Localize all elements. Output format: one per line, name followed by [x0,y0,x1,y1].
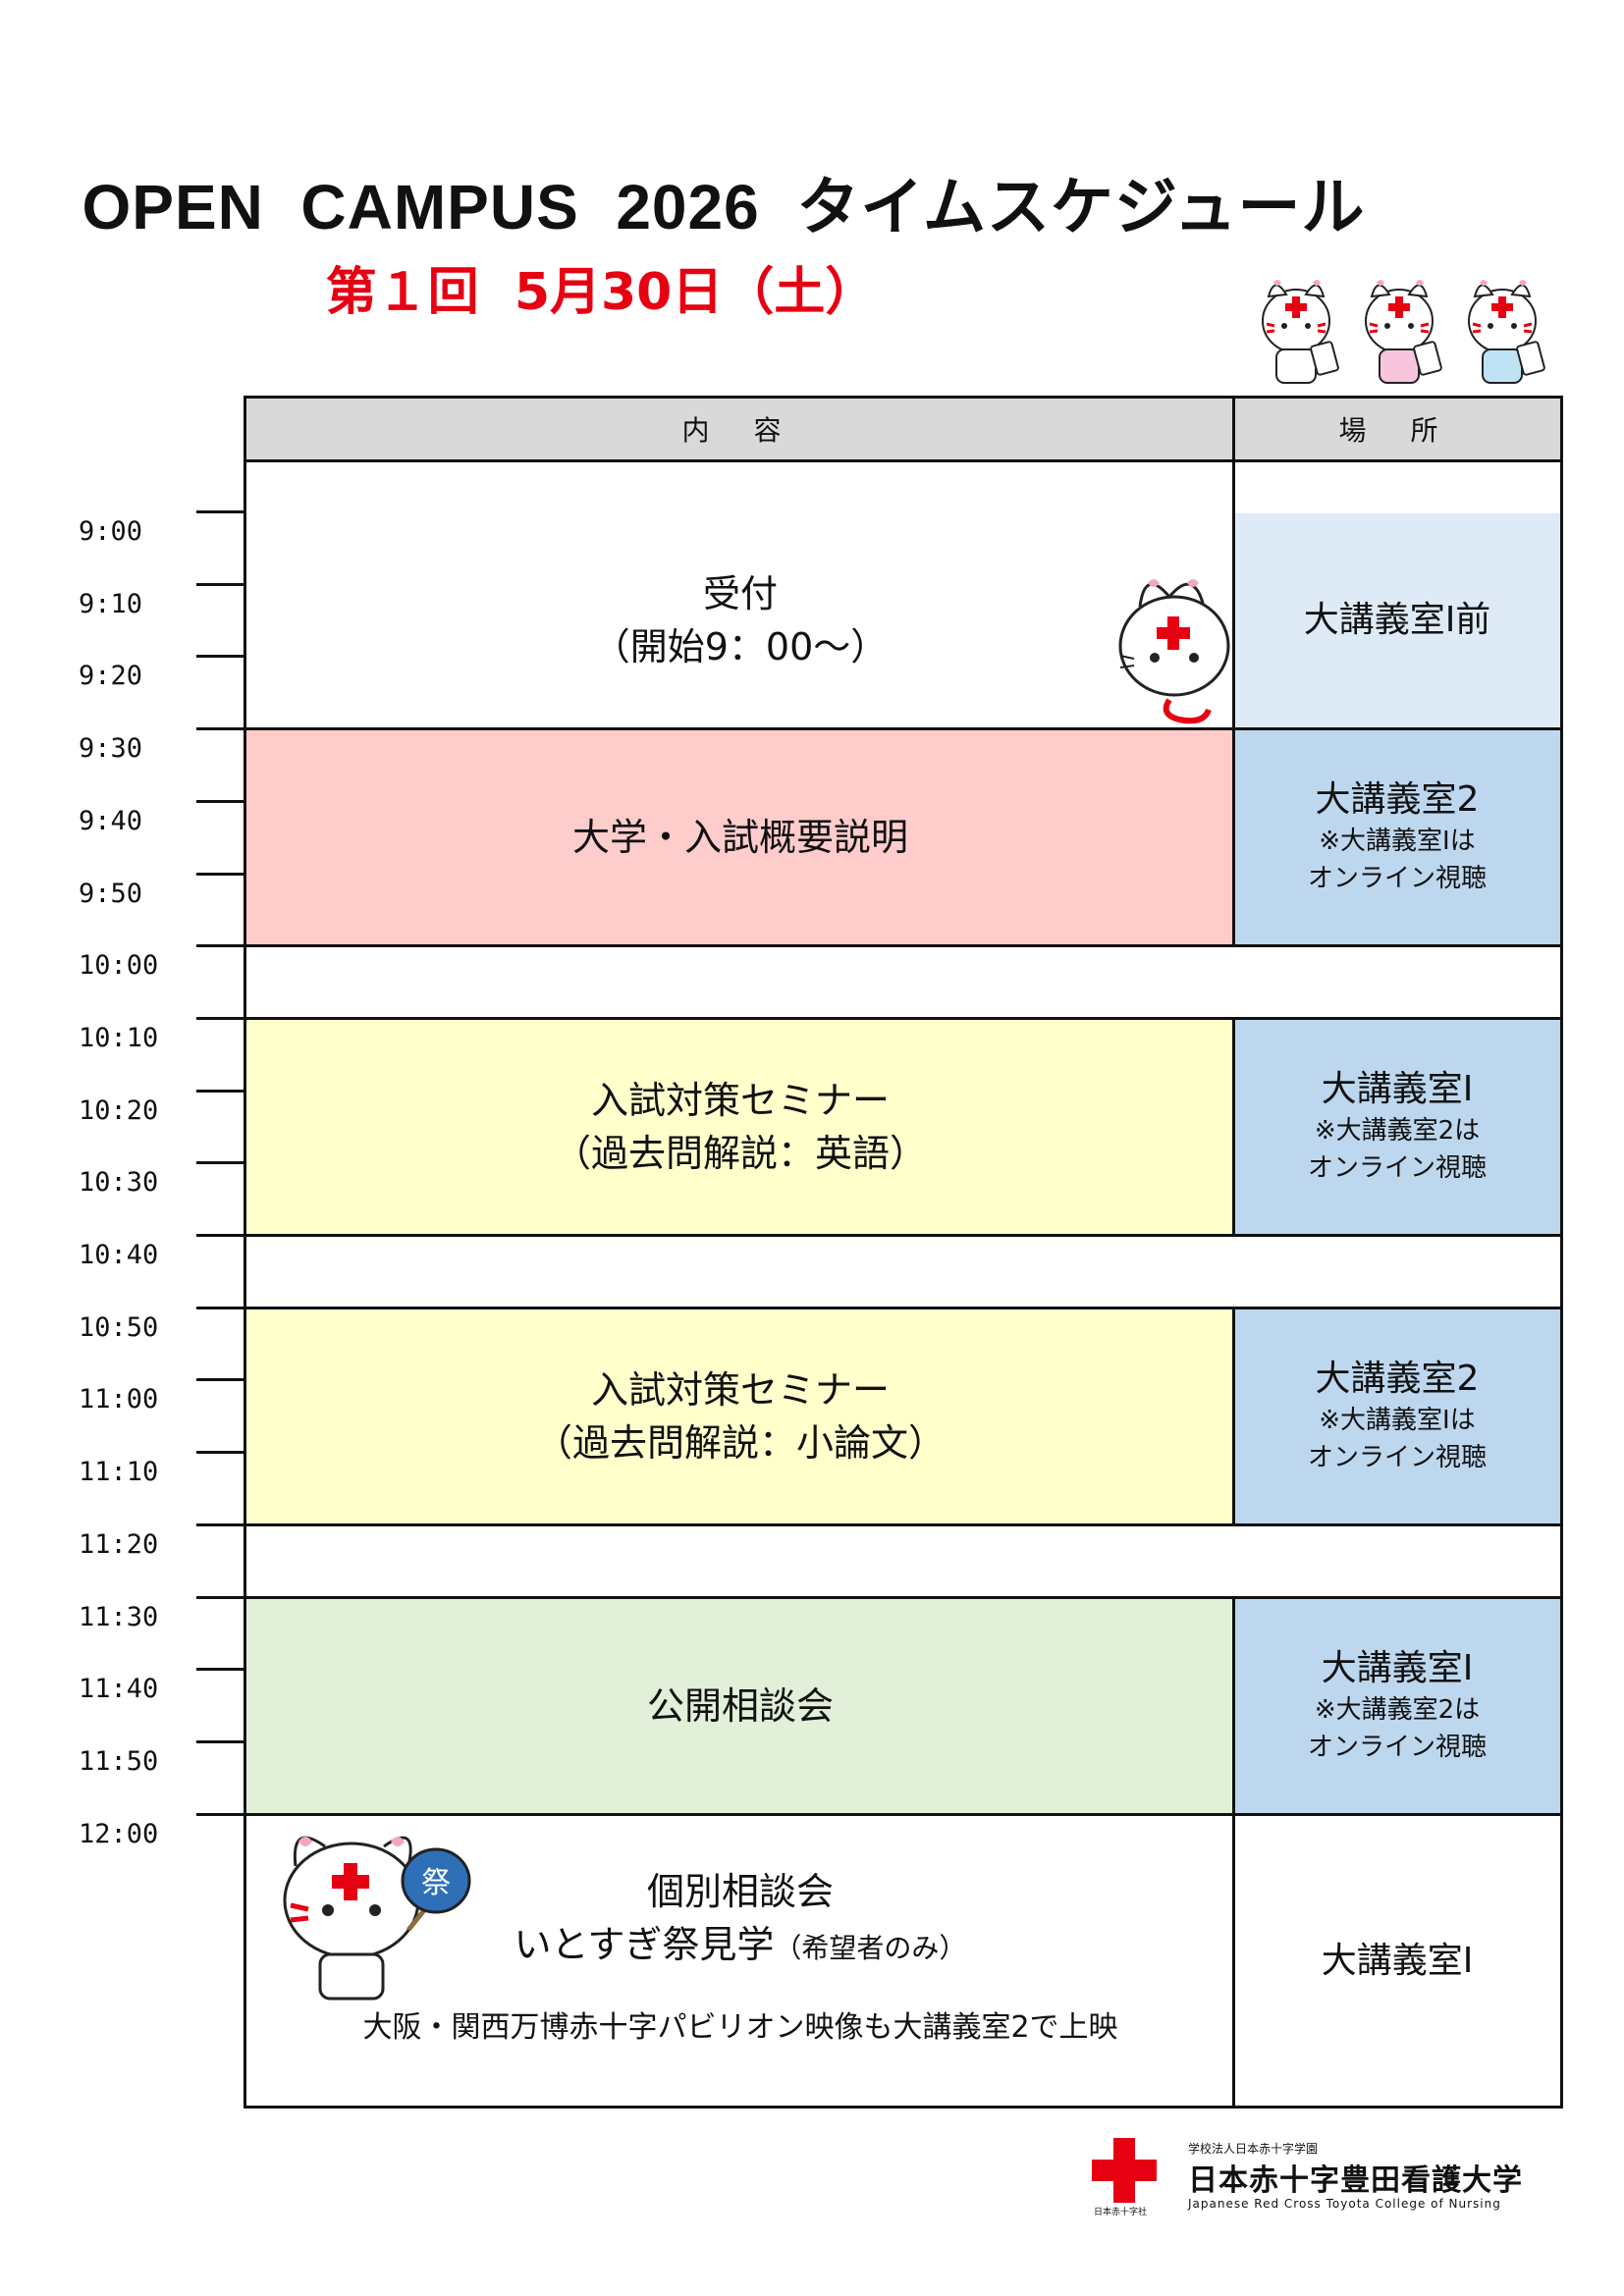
logo-college-name: 日本赤十字豊田看護大学 [1188,2163,1523,2198]
header-place-label: 場 所 [1338,414,1456,447]
fan-mascot-illustration: 祭 [283,1836,471,2001]
time-tick [196,655,244,658]
time-label: 9:00 [79,516,143,547]
event-pavilion-note: 大阪・関西万博赤十字パビリオン映像も大講義室2で上映 [362,2010,1118,2045]
mascot-trio-illustration [1262,280,1545,384]
college-logo: 日本赤十字社 学校法人日本赤十字学園 日本赤十字豊田看護大学 Japanese … [1090,2128,1542,2217]
location-note: オンライン視聴 [1307,1443,1487,1472]
time-label: 10:50 [79,1312,159,1343]
mascot-icon [1262,280,1339,384]
location-public-consultation: 大講義室Ⅰ ※大講義室2は オンライン視聴 [1234,1599,1560,1813]
mascot-icon [1365,280,1442,384]
time-label: 9:40 [79,806,143,836]
location-note: オンライン視聴 [1307,1153,1487,1183]
location-note: オンライン視聴 [1307,1733,1487,1762]
event-title: 受付 [702,572,778,615]
time-tick [196,1378,244,1381]
time-tick [196,873,244,876]
time-tick [196,1668,244,1671]
time-tick [196,1307,244,1309]
event-note: （希望者のみ） [774,1932,967,1964]
time-tick [196,1596,244,1599]
time-tick [196,1451,244,1454]
time-label: 10:10 [79,1023,159,1053]
peeking-mascot-illustration [1118,579,1230,724]
time-label: 9:50 [79,879,143,909]
location-note: ※大講義室Ⅰは [1319,827,1476,856]
time-tick [196,583,244,586]
event-subtitle: （過去問解説：英語） [553,1132,927,1175]
event-seminar-english: 入試対策セミナー （過去問解説：英語） [246,1020,1234,1234]
red-cross-icon [1092,2138,1157,2203]
time-label: 11:30 [79,1602,159,1632]
time-label: 11:20 [79,1529,159,1560]
time-label: 10:20 [79,1095,159,1126]
event-title: 個別相談会 [646,1870,834,1913]
event-date-subtitle: 第１回 5月30日（土） [325,263,877,322]
location-label: 大講義室Ⅰ [1321,1940,1474,1981]
location-seminar-essay: 大講義室2 ※大講義室Ⅰは オンライン視聴 [1234,1309,1560,1523]
time-label: 11:40 [79,1674,159,1704]
time-label: 10:00 [79,950,159,981]
location-reception: 大講義室Ⅰ前 [1234,513,1560,727]
header-place: 場 所 [1234,399,1560,459]
time-tick [196,510,244,513]
fan-label: 祭 [421,1866,451,1900]
event-reception: 受付 （開始9：00～） [246,513,1234,727]
event-subtitle: （開始9：00～） [592,625,889,668]
event-university-overview: 大学・入試概要説明 [246,730,1234,944]
time-tick [196,1090,244,1093]
event-individual-consultation: 個別相談会 いとすぎ祭見学（希望者のみ） 大阪・関西万博赤十字パビリオン映像も大… [246,1816,1234,2106]
logo-organization: 学校法人日本赤十字学園 [1188,2142,1319,2156]
event-subtitle: いとすぎ祭見学 [514,1923,775,1966]
event-subtitle: （過去問解説：小論文） [534,1421,946,1465]
time-label: 9:30 [79,733,143,764]
time-label: 10:30 [79,1167,159,1198]
time-tick [196,1161,244,1164]
location-label: 大講義室2 [1315,779,1480,820]
time-tick [196,1523,244,1526]
time-tick [196,727,244,730]
event-title: 入試対策セミナー [590,1079,890,1122]
mascot-icon [1468,280,1545,384]
location-label: 大講義室Ⅰ [1321,1648,1474,1688]
time-label: 11:50 [79,1746,159,1777]
event-title: 大学・入試概要説明 [571,816,908,859]
time-tick [196,944,244,947]
time-tick [196,1813,244,1816]
event-title: 公開相談会 [646,1684,834,1728]
header-content-label: 内 容 [681,414,799,447]
event-public-consultation: 公開相談会 [246,1599,1234,1813]
event-seminar-essay: 入試対策セミナー （過去問解説：小論文） [246,1309,1234,1523]
time-tick [196,1234,244,1237]
logo-college-english: Japanese Red Cross Toyota College of Nur… [1188,2197,1501,2211]
time-label: 11:10 [79,1457,159,1487]
page-title: OPEN CAMPUS 2026 タイムスケジュール [81,172,1366,242]
time-label: 12:00 [79,1819,159,1849]
location-individual-consultation: 大講義室Ⅰ [1234,1816,1560,2106]
location-seminar-english: 大講義室Ⅰ ※大講義室2は オンライン視聴 [1234,1020,1560,1234]
location-university-overview: 大講義室2 ※大講義室Ⅰは オンライン視聴 [1234,730,1560,944]
time-label: 9:10 [79,589,143,619]
location-label: 大講義室Ⅰ [1321,1069,1474,1109]
time-label: 10:40 [79,1240,159,1270]
location-note: ※大講義室2は [1314,1116,1481,1146]
location-note: ※大講義室2は [1314,1695,1481,1725]
time-label: 9:20 [79,661,143,691]
location-note: オンライン視聴 [1307,864,1487,893]
time-label: 11:00 [79,1384,159,1415]
schedule-table: 内 容 場 所 受付 （開始9：00～） 大講義室Ⅰ前 大学・入試概要説明 大講… [244,396,1563,2109]
location-label: 大講義室2 [1315,1359,1480,1399]
time-axis: 9:00 9:10 9:20 9:30 9:40 9:50 10:00 10:10 10:20 1… [0,0,244,2296]
location-label: 大講義室Ⅰ前 [1303,600,1491,640]
event-title: 入試対策セミナー [590,1368,890,1412]
logo-cross-caption: 日本赤十字社 [1094,2208,1148,2217]
time-tick [196,1017,244,1020]
location-note: ※大講義室Ⅰは [1319,1406,1476,1435]
time-tick [196,800,244,803]
header-content: 内 容 [246,399,1234,459]
time-tick [196,1740,244,1743]
